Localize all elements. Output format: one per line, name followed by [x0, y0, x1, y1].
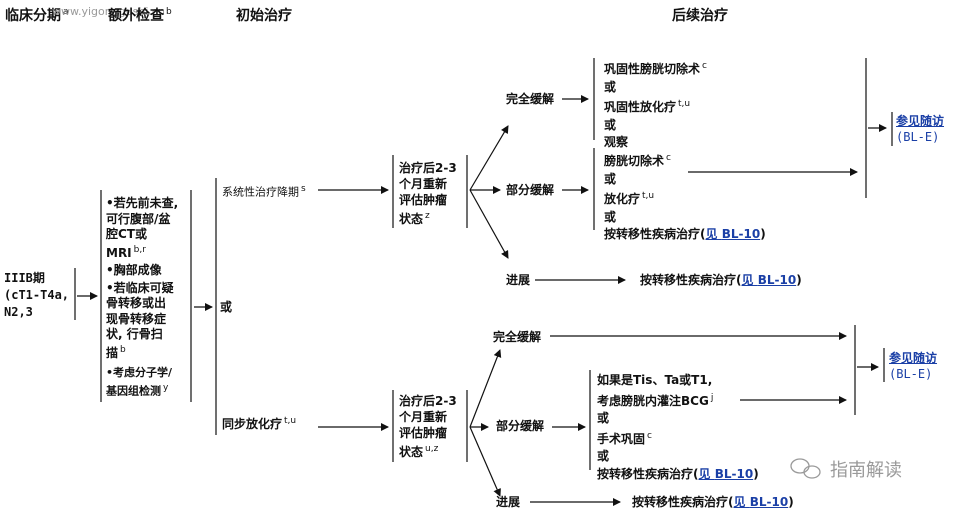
followup-link[interactable]: 参见随访 [889, 351, 938, 365]
bl10-link[interactable]: 见 BL-10 [741, 273, 797, 287]
path-b-fan-progress [469, 426, 501, 497]
stage-line: IIIB期 [4, 271, 45, 285]
path-a-progress: 进展 [506, 273, 531, 287]
stage-box: IIIB期 (cT1-T4a, N2,3 [4, 270, 69, 321]
path-a-followup: 参见随访 (BL-E) [896, 114, 945, 144]
header-initial: 初始治疗 [236, 8, 292, 24]
path-a-partial: 部分缓解 [506, 183, 555, 197]
path-a-fan-complete [469, 125, 509, 191]
watermark-logo-icon [790, 458, 821, 479]
watermark-logo-text: 指南解读 [830, 460, 902, 481]
followup-link[interactable]: 参见随访 [896, 114, 945, 128]
path-a-fan-progress [469, 189, 509, 259]
stage-line: (cT1-T4a, [4, 288, 70, 302]
stage-line: N2,3 [4, 305, 33, 319]
path-a-progress-treatment: 按转移性疾病治疗(见 BL-10) [640, 273, 802, 287]
path-b-partial: 部分缓解 [496, 419, 545, 433]
path-b-followup: 参见随访 (BL-E) [889, 351, 938, 381]
path-b-fan-complete [469, 349, 502, 428]
exam-item-chest: •胸部成像 [106, 263, 162, 277]
path-b-progress-treatment: 按转移性疾病治疗(见 BL-10) [632, 495, 794, 509]
bl10-link[interactable]: 见 BL-10 [705, 227, 761, 241]
header-followup: 后续治疗 [672, 8, 728, 24]
path-b-complete: 完全缓解 [493, 330, 542, 344]
path-b-progress: 进展 [496, 495, 521, 509]
bl10-link[interactable]: 见 BL-10 [733, 495, 789, 509]
bl10-link[interactable]: 见 BL-10 [698, 466, 754, 481]
path-a-complete: 完全缓解 [506, 92, 555, 106]
or-label: 或 [220, 300, 233, 314]
watermark-url: www.yigonggushi.cn [52, 5, 165, 18]
